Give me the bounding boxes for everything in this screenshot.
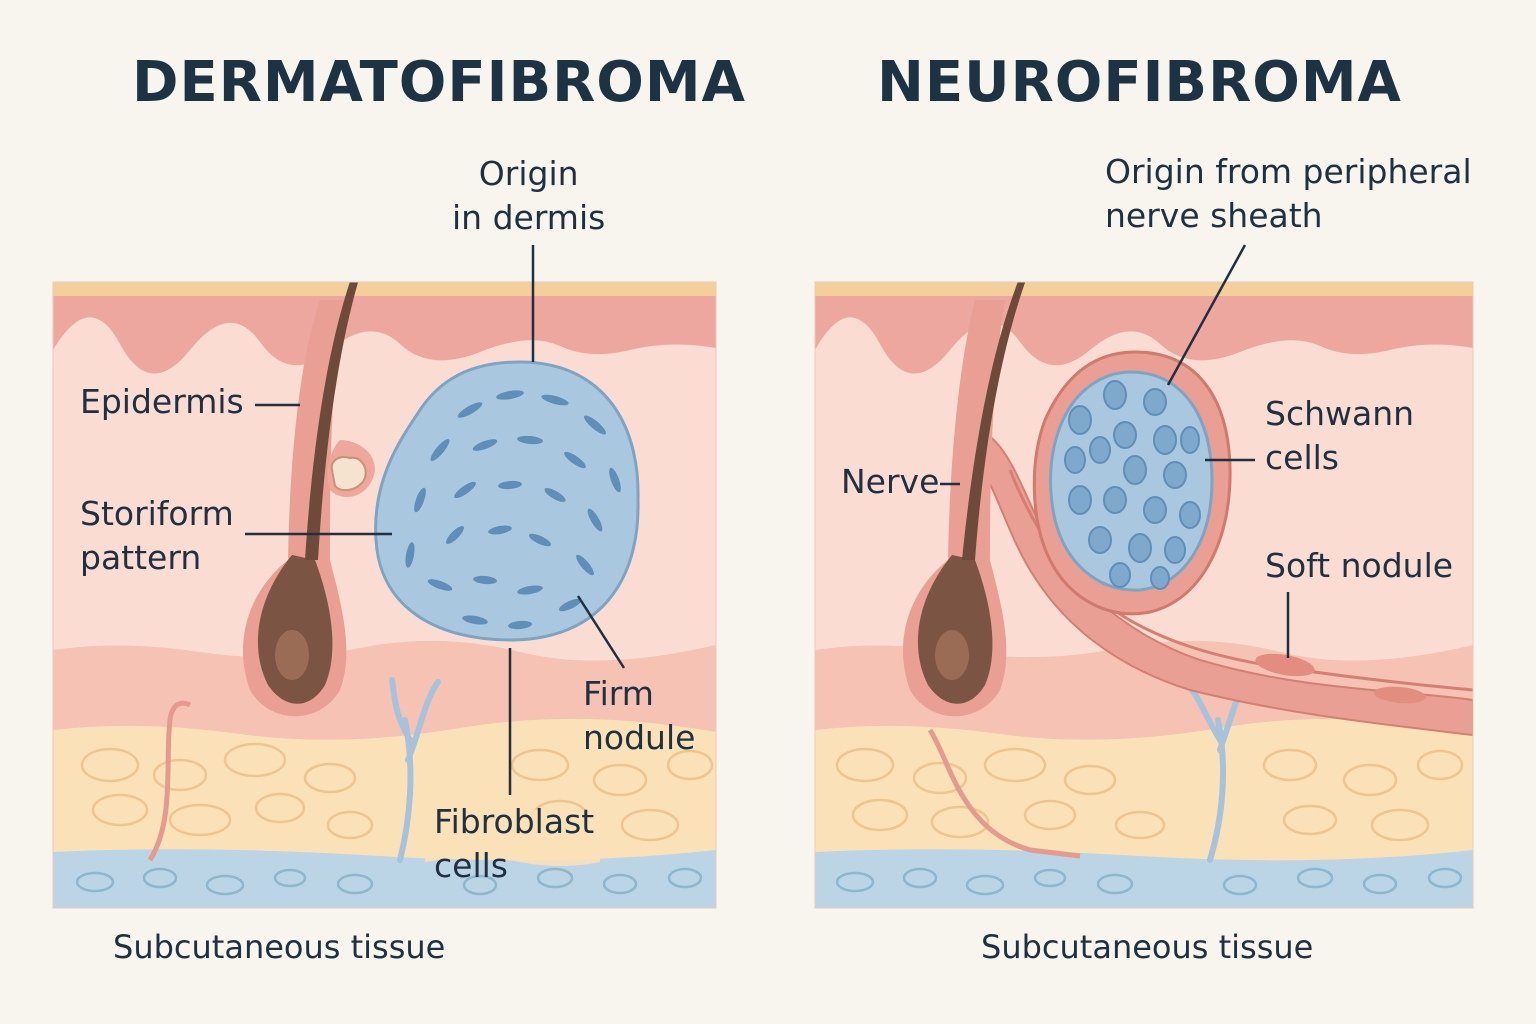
- subcutis-layer: [815, 849, 1473, 908]
- hair-shaft: [962, 282, 1026, 560]
- right-footer-subcutaneous: Subcutaneous tissue: [981, 928, 1314, 966]
- hair-bulb: [257, 555, 333, 704]
- label-fibroblast-cells: Fibroblast cells: [434, 802, 595, 885]
- neurofibroma-leader-lines: [940, 244, 1290, 658]
- label-soft-nodule: Soft nodule: [1265, 546, 1454, 585]
- dermatofibroma-title: DERMATOFIBROMA: [132, 50, 746, 115]
- stratum-corneum: [815, 282, 1473, 296]
- neurofibroma-skin-section: [815, 282, 1473, 908]
- neurofibroma-title: NEUROFIBROMA: [877, 50, 1402, 115]
- label-storiform-pattern: Storiform pattern: [80, 494, 234, 577]
- dermatofibroma-leader-lines: [245, 245, 626, 795]
- fat-cells: [835, 747, 1464, 842]
- schwann-cells: [1064, 380, 1201, 590]
- label-origin-nerve-sheath: Origin from peripheral nerve sheath: [1105, 152, 1472, 235]
- label-epidermis: Epidermis: [80, 382, 244, 421]
- dermal-vessel: [927, 728, 1081, 859]
- label-firm-nodule: Firm nodule: [583, 674, 696, 757]
- dermal-vessel: [147, 700, 192, 862]
- subcutis-cells: [75, 867, 703, 896]
- subcutis-cells: [835, 867, 1463, 896]
- epidermis-layer: [53, 282, 716, 374]
- label-origin-in-dermis: Origin in dermis: [452, 154, 606, 237]
- dermatofibroma-nodule: [374, 360, 640, 642]
- hair-shaft: [305, 282, 359, 560]
- label-nerve: Nerve: [841, 462, 940, 501]
- hair-bulb: [917, 555, 993, 704]
- stratum-corneum: [53, 282, 716, 296]
- blood-vessel: [389, 677, 441, 863]
- label-schwann-cells: Schwann cells: [1265, 394, 1415, 477]
- spindle-cells: [405, 390, 621, 630]
- left-footer-subcutaneous: Subcutaneous tissue: [113, 928, 446, 966]
